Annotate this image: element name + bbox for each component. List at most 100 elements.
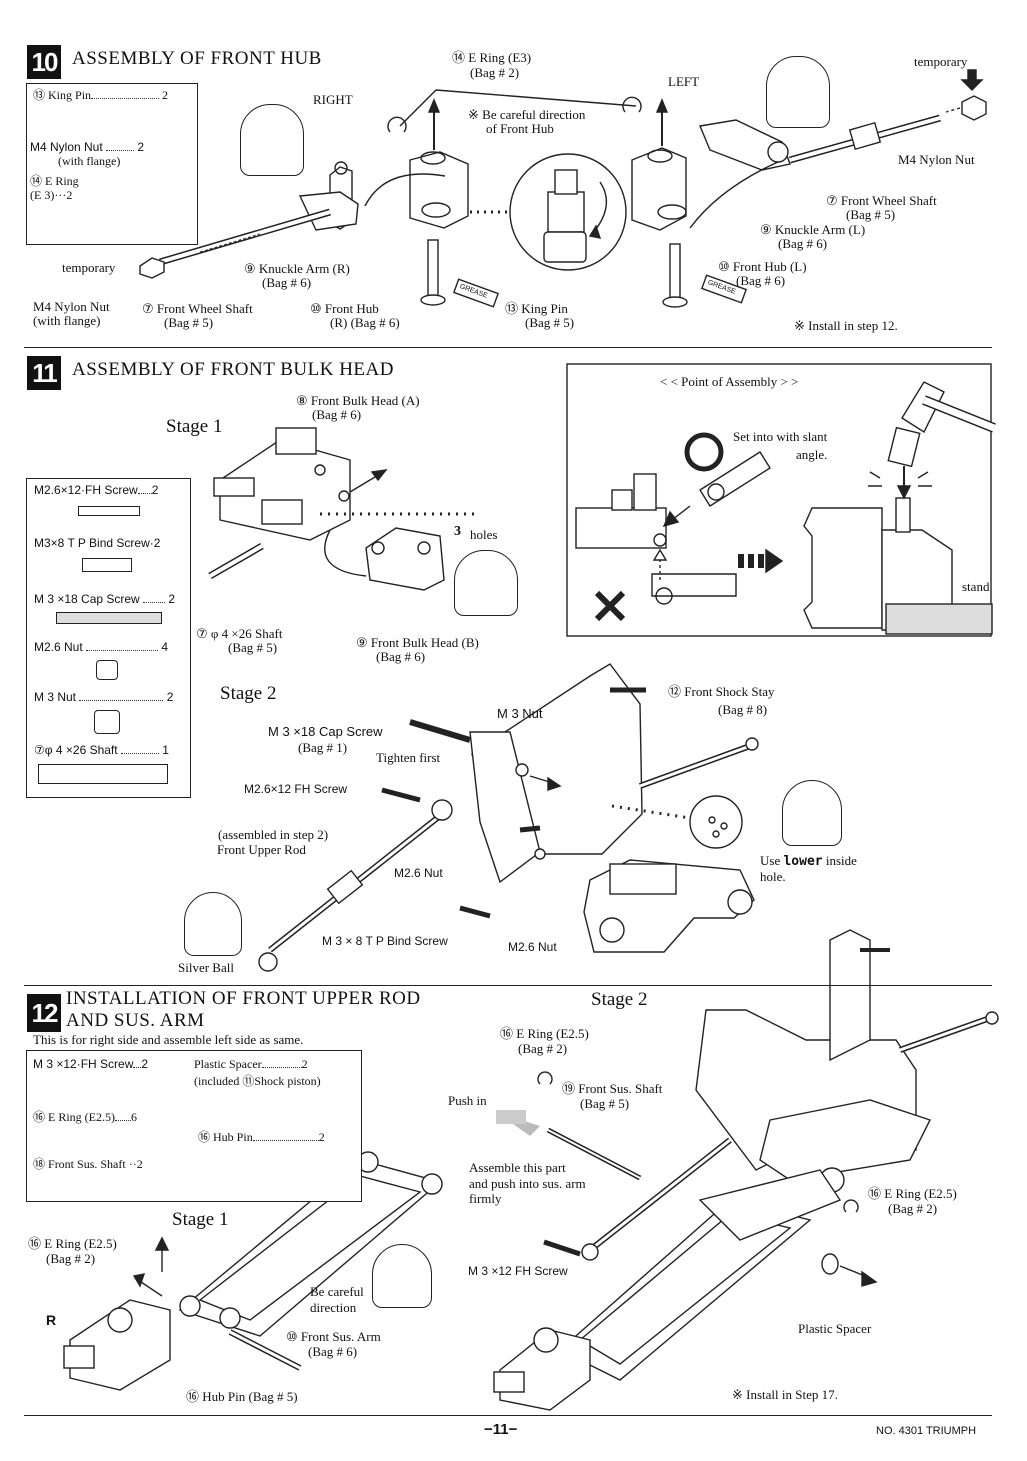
label-bag5-pin: (Bag # 5) [525, 315, 575, 330]
mascot-icon-1 [240, 104, 304, 176]
parts-ering: ⑭ E Ring [30, 174, 79, 188]
stage1-heading-12: Stage 1 [172, 1209, 229, 1230]
label-cap-screw: M 3 ×18 Cap Screw [268, 724, 383, 739]
step-12-parts-box [26, 1050, 362, 1202]
label-careful-12: Be careful [310, 1284, 364, 1299]
label-ering-bag: (Bag # 2) [470, 65, 520, 80]
parts-m4-nut-sub: (with flange) [58, 154, 121, 168]
label-temporary-l: temporary [62, 260, 116, 275]
label-ering-r-bag: (Bag # 2) [888, 1201, 938, 1216]
label-assembled: (assembled in step 2) [218, 827, 329, 842]
label-king-pin: ⑬ King Pin [505, 301, 568, 316]
label-spacer-c: Plastic Spacer [798, 1321, 872, 1336]
label-bag6-l: (Bag # 6) [778, 236, 828, 251]
label-assemble-3: firmly [469, 1191, 502, 1206]
stage1-heading: Stage 1 [166, 416, 223, 437]
label-front-hub-r: ⑩ Front Hub [310, 301, 379, 316]
m26-nut-icon [96, 660, 118, 680]
step-12-number: 12 [27, 994, 61, 1032]
label-bind-screw: M 3 × 8 T P Bind Screw [322, 934, 448, 948]
label-sus-shaft-c: ⑲ Front Sus. Shaft [562, 1081, 663, 1096]
label-bag6-r: (Bag # 6) [262, 275, 312, 290]
label-ering-c: ⑯ E Ring (E2.5) [500, 1026, 589, 1041]
label-ering-callout: ⑭ E Ring (E3) [452, 50, 532, 65]
shaft-icon [38, 764, 168, 784]
mascot-icon-2 [766, 56, 830, 128]
stage2-heading: Stage 2 [220, 683, 277, 704]
step-12-title-1: INSTALLATION OF FRONT UPPER ROD [66, 988, 421, 1009]
label-push-in: Push in [448, 1093, 487, 1108]
parts-m4-nut: M4 Nylon Nut 2 [30, 140, 145, 154]
parts-m26-nut: M2.6 Nut 4 [34, 640, 169, 654]
label-temporary-r: temporary [914, 54, 968, 69]
label-ering-c-bag: (Bag # 2) [518, 1041, 568, 1056]
parts12-spacer-sub: (included ⑪Shock piston) [194, 1074, 321, 1088]
parts-bind-screw: M3×8 T P Bind Screw·2 [34, 536, 161, 550]
label-right: RIGHT [313, 92, 353, 107]
label-m4-nut-l2: (with flange) [33, 313, 101, 328]
label-angle: angle. [796, 447, 828, 462]
label-sus-arm: ⑩ Front Sus. Arm [286, 1329, 381, 1344]
label-install-17: ※ Install in Step 17. [732, 1387, 838, 1402]
label-upper-rod: Front Upper Rod [217, 842, 306, 857]
label-m4-nut-l: M4 Nylon Nut [33, 299, 110, 314]
step-11-parts-box [26, 478, 191, 798]
label-assemble-1: Assemble this part [469, 1160, 566, 1175]
parts12-sus-shaft: ⑱ Front Sus. Shaft ··2 [33, 1157, 143, 1171]
step-12-note: This is for right side and assemble left… [33, 1032, 304, 1047]
label-front-wheel-shaft-l: ⑦ Front Wheel Shaft [142, 301, 253, 316]
stage2-heading-12: Stage 2 [591, 989, 648, 1010]
model-number: NO. 4301 TRIUMPH [876, 1425, 977, 1437]
label-stand: stand [962, 579, 990, 594]
label-fh-c: M 3 ×12 FH Screw [468, 1264, 568, 1278]
label-hub-pin-c: ⑯ Hub Pin (Bag # 5) [186, 1389, 298, 1404]
label-m26-nut2: M2.6 Nut [508, 940, 557, 954]
point-of-assembly-title: < < Point of Assembly > > [660, 374, 799, 389]
label-use-lower: Use lower inside [760, 853, 857, 869]
label-front-hub-r2: (R) (Bag # 6) [330, 315, 400, 330]
label-sus-arm-bag: (Bag # 6) [308, 1344, 358, 1359]
label-m4-nut-r: M4 Nylon Nut [898, 152, 975, 167]
mascot-icon-6 [372, 1244, 432, 1308]
divider-footer [24, 1415, 992, 1416]
label-cap-bag: (Bag # 1) [298, 740, 348, 755]
label-shock-stay: ⑫ Front Shock Stay [668, 684, 775, 699]
label-bulk-a: ⑧ Front Bulk Head (A) [296, 393, 420, 408]
step-11-number: 11 [27, 356, 61, 390]
label-ering-l-bag: (Bag # 2) [46, 1251, 96, 1266]
parts-m3-nut: M 3 Nut 2 [34, 690, 174, 704]
label-bag5-r: (Bag # 5) [846, 207, 896, 222]
label-shaft: ⑦ φ 4 ×26 Shaft [196, 626, 283, 641]
label-r: R [46, 1312, 57, 1328]
label-set-into: Set into with slant [733, 429, 828, 444]
step-11-title: ASSEMBLY OF FRONT BULK HEAD [72, 359, 394, 380]
label-sus-shaft-bag: (Bag # 5) [580, 1096, 630, 1111]
label-m3-nut: M 3 Nut [497, 706, 543, 721]
parts-ering-sub: (E 3)···2 [30, 188, 73, 202]
step-10-title: ASSEMBLY OF FRONT HUB [72, 48, 322, 69]
label-left: LEFT [668, 74, 700, 89]
label-silver-ball: Silver Ball [178, 960, 234, 975]
divider-10-11 [24, 347, 992, 348]
bind-screw-icon [82, 558, 132, 572]
label-hole: hole. [760, 869, 786, 884]
cap-screw-icon [56, 612, 162, 624]
parts-king-pin: ⑬ King Pin 2 [33, 88, 169, 102]
label-bulk-b: ⑨ Front Bulk Head (B) [356, 635, 479, 650]
parts-shaft: ⑦φ 4 ×26 Shaft 1 [34, 743, 169, 757]
label-bag6-hub-l: (Bag # 6) [736, 273, 786, 288]
label-m26-nut: M2.6 Nut [394, 866, 443, 880]
label-knuckle-l: ⑨ Knuckle Arm (L) [760, 222, 866, 237]
label-careful2: of Front Hub [486, 121, 554, 136]
label-careful: ※ Be careful direction [468, 107, 586, 122]
label-front-wheel-shaft-r: ⑦ Front Wheel Shaft [826, 193, 937, 208]
label-ering-r: ⑯ E Ring (E2.5) [868, 1186, 957, 1201]
label-direction: direction [310, 1300, 357, 1315]
label-knuckle-r: ⑨ Knuckle Arm (R) [244, 261, 350, 276]
label-bulk-b-bag: (Bag # 6) [376, 649, 426, 664]
label-ering-l: ⑯ E Ring (E2.5) [28, 1236, 117, 1251]
